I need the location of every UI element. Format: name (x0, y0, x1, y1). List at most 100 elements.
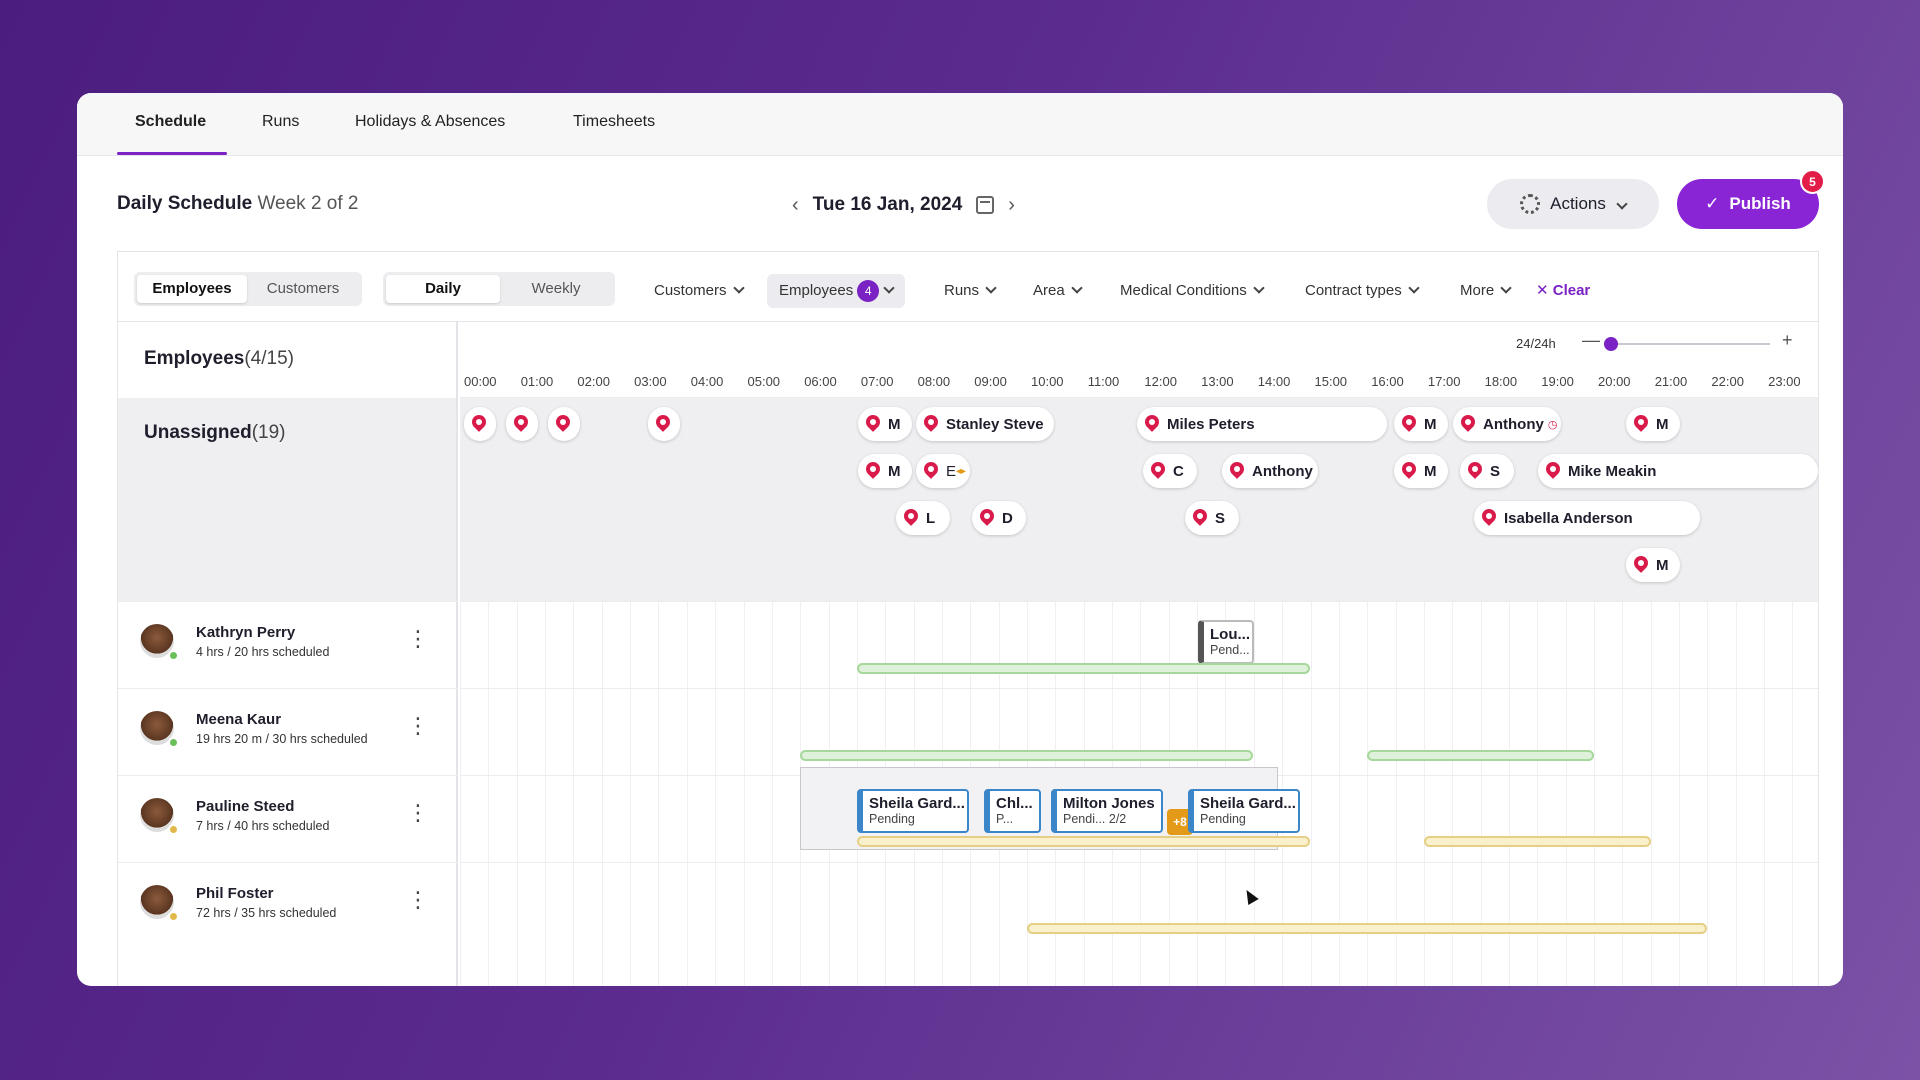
more-options-icon[interactable] (407, 626, 429, 652)
location-pin-icon (1468, 462, 1482, 480)
unassigned-visit[interactable]: E◂▸ (916, 454, 970, 488)
toggle-customers[interactable]: Customers (266, 280, 340, 297)
more-options-icon[interactable] (407, 887, 429, 913)
location-pin-icon (924, 415, 938, 433)
unassigned-visit[interactable]: S (1460, 454, 1514, 488)
filter-area[interactable]: Area (1033, 274, 1083, 308)
unassigned-visit[interactable]: M (1394, 454, 1448, 488)
employee-hours: 72 hrs / 35 hrs scheduled (196, 906, 337, 920)
location-pin-icon (866, 462, 880, 480)
zoom-slider-handle[interactable] (1604, 337, 1618, 351)
employees-count: (4/15) (244, 348, 294, 369)
filter-more[interactable]: More (1460, 274, 1512, 308)
grid-line (1594, 398, 1595, 986)
shift-card[interactable]: Sheila Gard... Pending (1188, 789, 1300, 833)
toggle-daily[interactable]: Daily (386, 275, 500, 303)
employee-hours: 19 hrs 20 m / 30 hrs scheduled (196, 732, 368, 746)
zoom-in-icon[interactable]: + (1782, 330, 1793, 350)
zoom-out-icon[interactable]: — (1582, 330, 1600, 350)
hour-label: 23:00 (1768, 374, 1801, 389)
filter-runs-label: Runs (944, 282, 980, 299)
unassigned-visit[interactable] (548, 407, 580, 441)
unassigned-visit[interactable] (506, 407, 538, 441)
location-pin-icon (472, 415, 486, 433)
more-options-icon[interactable] (407, 800, 429, 826)
filter-runs[interactable]: Runs (944, 274, 997, 308)
tab-timesheets[interactable]: Timesheets (573, 113, 656, 130)
availability-bar[interactable] (1027, 923, 1707, 934)
availability-bar[interactable] (1424, 836, 1651, 847)
hour-label: 11:00 (1087, 374, 1120, 389)
unassigned-visit[interactable] (648, 407, 680, 441)
grid-line (488, 398, 490, 986)
unassigned-visit[interactable]: L (896, 501, 950, 535)
unassigned-visit[interactable]: M (858, 454, 912, 488)
filter-medical-conditions[interactable]: Medical Conditions (1120, 274, 1265, 308)
tab-holidays-absences[interactable]: Holidays & Absences (355, 113, 506, 130)
grid-line (1225, 398, 1227, 986)
grid-line (970, 398, 972, 986)
unassigned-visit[interactable]: M (858, 407, 912, 441)
more-options-icon[interactable] (407, 713, 429, 739)
shift-card[interactable]: Lou... Pend... (1198, 620, 1254, 664)
unassigned-visit[interactable]: Anthony (1222, 454, 1318, 488)
calendar-icon[interactable] (976, 196, 995, 214)
tab-schedule[interactable]: Schedule (135, 113, 207, 130)
grid-line (941, 398, 943, 986)
filter-contract-types[interactable]: Contract types (1305, 274, 1420, 308)
unassigned-visit[interactable]: M (1626, 548, 1680, 582)
shift-card[interactable]: Sheila Gard... Pending (857, 789, 969, 833)
grid-line (1168, 398, 1170, 986)
employee-column: Employees(4/15) Unassigned(19) Kathryn P… (118, 322, 458, 986)
unassigned-visit[interactable]: Mike Meakin (1538, 454, 1818, 488)
unassigned-visit[interactable]: S (1185, 501, 1239, 535)
tab-runs[interactable]: Runs (262, 113, 300, 130)
next-day-chevron-icon[interactable]: › (1008, 193, 1015, 216)
zoom-slider[interactable] (1610, 343, 1770, 345)
chevron-down-icon (1616, 198, 1628, 210)
clear-label: Clear (1552, 282, 1591, 299)
period-toggle: Daily Weekly (383, 272, 615, 306)
grid-line (630, 398, 632, 986)
hour-label: 03:00 (634, 374, 667, 389)
clear-filters-button[interactable]: ✕ Clear (1536, 274, 1590, 308)
shift-status: P... (996, 812, 1014, 826)
unassigned-visit[interactable]: Miles Peters (1137, 407, 1387, 441)
unassigned-visit[interactable] (464, 407, 496, 441)
shift-card[interactable]: Milton Jones Pendi... 2/2 (1051, 789, 1163, 833)
shift-card[interactable]: Chl... P... (984, 789, 1041, 833)
unassigned-visit[interactable]: D (972, 501, 1026, 535)
employee-row[interactable]: Kathryn Perry 4 hrs / 20 hrs scheduled (118, 601, 458, 688)
availability-bar[interactable] (800, 750, 1253, 761)
prev-day-chevron-icon[interactable]: ‹ (792, 193, 799, 216)
status-dot (168, 650, 179, 661)
employee-row[interactable]: Pauline Steed 7 hrs / 40 hrs scheduled (118, 775, 458, 862)
hour-label: 19:00 (1541, 374, 1574, 389)
unassigned-label: Unassigned (144, 422, 252, 443)
row-divider (460, 862, 1818, 863)
employee-row[interactable]: Phil Foster 72 hrs / 35 hrs scheduled (118, 862, 458, 949)
unassigned-visit[interactable]: M (1626, 407, 1680, 441)
availability-bar[interactable] (1367, 750, 1594, 761)
unassigned-visit[interactable]: Isabella Anderson (1474, 501, 1700, 535)
filter-customers[interactable]: Customers (654, 274, 745, 308)
actions-button[interactable]: Actions (1487, 179, 1659, 229)
chevron-down-icon (1071, 282, 1083, 294)
employee-hours: 7 hrs / 40 hrs scheduled (196, 819, 330, 833)
unassigned-row-bg (118, 398, 456, 601)
visit-label: Anthony (1483, 415, 1544, 433)
hour-label: 06:00 (804, 374, 837, 389)
unassigned-visit[interactable]: Stanley Steve (916, 407, 1054, 441)
unassigned-visit[interactable]: Anthony◷ (1453, 407, 1561, 441)
publish-button[interactable]: ✓ Publish (1677, 179, 1819, 229)
unassigned-visit[interactable]: M (1394, 407, 1448, 441)
availability-bar[interactable] (857, 663, 1310, 674)
toggle-employees[interactable]: Employees (137, 275, 247, 303)
grid-line (1027, 398, 1028, 986)
employee-row[interactable]: Meena Kaur 19 hrs 20 m / 30 hrs schedule… (118, 688, 458, 775)
toggle-weekly[interactable]: Weekly (531, 280, 581, 297)
unassigned-visit[interactable]: C (1143, 454, 1197, 488)
availability-bar[interactable] (857, 836, 1310, 847)
